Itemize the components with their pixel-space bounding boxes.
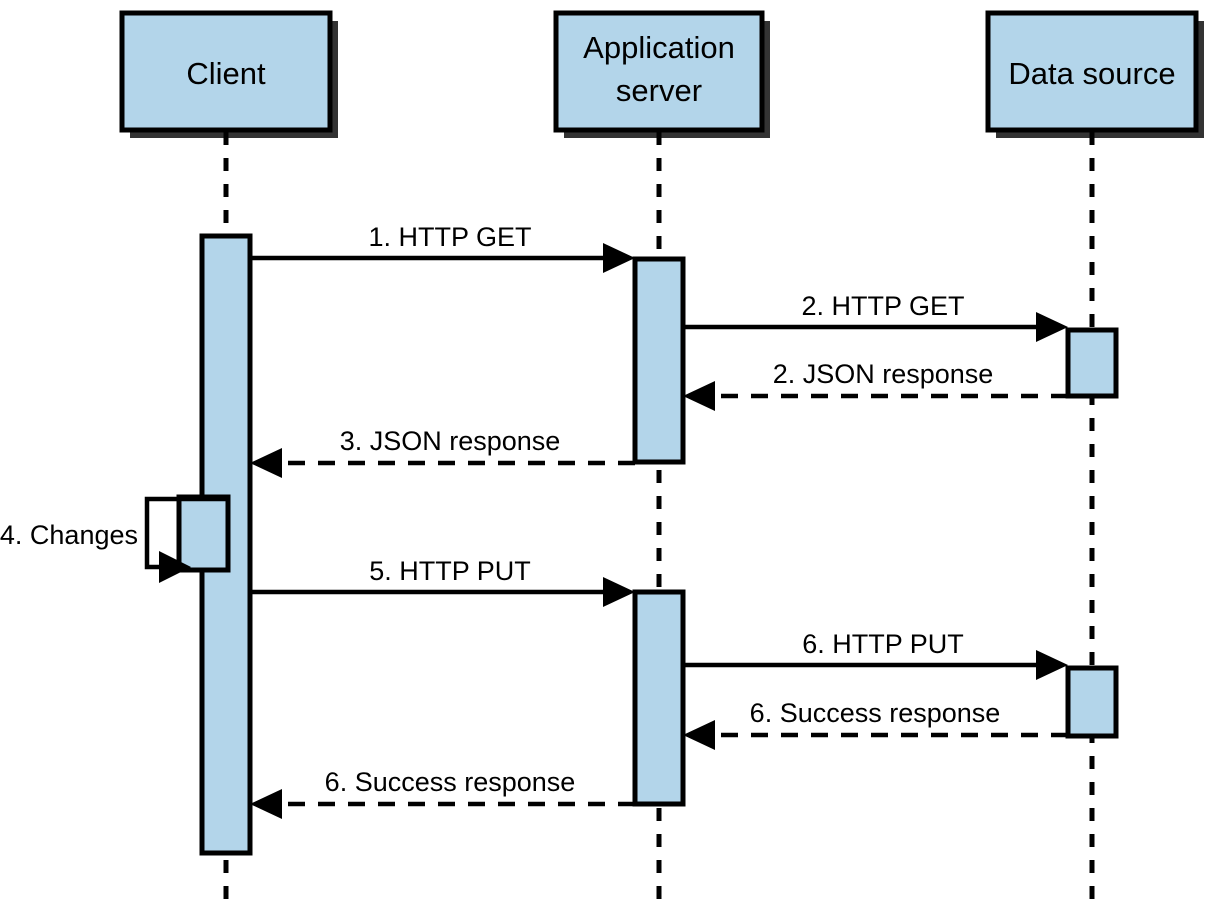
message-label-6: 6. HTTP PUT [802,629,964,659]
participant-label-app-server-line2: server [616,73,702,108]
message-label-5: 5. HTTP PUT [369,556,531,586]
message-label-2: 2. HTTP GET [801,291,964,321]
arrow-head-message-2 [1036,312,1068,342]
arrow-head-message-6 [1036,650,1068,680]
message-label-1: 1. HTTP GET [368,222,531,252]
arrow-head-message-4 [159,551,191,583]
message-line-4-selfcall [144,496,226,570]
participant-label-data-source: Data source [1008,56,1175,91]
arrow-head-message-1 [603,243,635,273]
message-label-6-return: 6. Success response [750,698,1001,728]
arrow-head-message-2-return [683,381,715,411]
participant-box-data-source[interactable] [985,10,1199,133]
arrow-head-message-6-return [683,720,715,750]
activation-data-source-1 [1065,327,1119,399]
activation-data-source-2 [1065,665,1119,739]
message-label-4: 4. Changes [0,520,138,550]
arrow-head-message-3 [250,448,282,478]
participant-label-app-server-line1: Application [583,30,735,65]
participant-box-app-server[interactable] [553,10,765,133]
activation-app-server-2 [632,589,686,807]
message-label-3: 3. JSON response [340,426,561,456]
arrow-head-message-6-client [250,789,282,819]
participant-label-client: Client [186,56,266,91]
activation-client-nested [176,494,231,573]
message-label-6-client: 6. Success response [325,767,576,797]
participant-box-client[interactable] [119,10,333,133]
activation-app-server-1 [632,256,686,465]
message-label-2-return: 2. JSON response [773,359,994,389]
arrow-head-message-5 [603,577,635,607]
